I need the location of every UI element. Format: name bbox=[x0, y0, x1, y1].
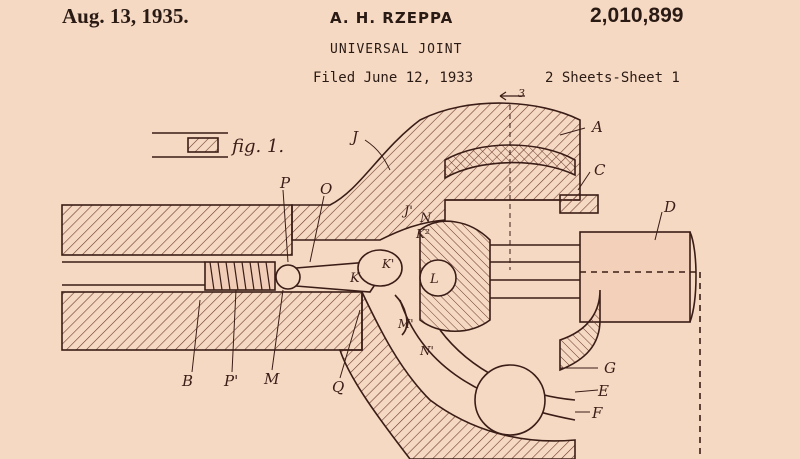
housing-lower bbox=[338, 291, 576, 459]
drive-ball bbox=[474, 364, 546, 436]
section-marker: 3 bbox=[518, 87, 525, 100]
label-m-prime: M' bbox=[397, 317, 414, 331]
label-n: N bbox=[419, 211, 432, 226]
label-f: F bbox=[591, 404, 603, 422]
label-a: A bbox=[590, 118, 603, 136]
ball-l bbox=[419, 259, 457, 297]
inventor-name: A. H. RZEPPA bbox=[330, 9, 454, 27]
label-o: O bbox=[320, 180, 332, 198]
label-q: Q bbox=[332, 378, 344, 396]
sheet-count: 2 Sheets-Sheet 1 bbox=[545, 70, 680, 86]
patent-date: Aug. 13, 1935. bbox=[62, 4, 189, 28]
label-k-prime: K' bbox=[381, 257, 394, 271]
label-j-prime: J' bbox=[401, 204, 413, 219]
label-k: K bbox=[349, 271, 361, 286]
label-e: E bbox=[597, 382, 609, 400]
label-j: J bbox=[349, 128, 359, 146]
label-n-prime: N' bbox=[419, 344, 434, 358]
housing-upper bbox=[291, 102, 581, 241]
filed-date: Filed June 12, 1933 bbox=[313, 70, 474, 86]
plunger-ball-m bbox=[275, 264, 301, 290]
label-p-prime: P' bbox=[223, 372, 238, 390]
label-b: B bbox=[181, 372, 193, 390]
figure-label: fig. 1. bbox=[230, 136, 284, 157]
label-k2: K² bbox=[415, 227, 430, 241]
label-p: P bbox=[279, 174, 291, 192]
label-l: L bbox=[429, 272, 439, 287]
label-g: G bbox=[604, 359, 616, 377]
label-c: C bbox=[594, 161, 606, 179]
label-d: D bbox=[663, 198, 676, 216]
label-m: M bbox=[263, 370, 280, 388]
spring-p-prime bbox=[204, 261, 276, 291]
shaft-b-lower bbox=[61, 291, 363, 351]
bolt-c bbox=[559, 194, 599, 214]
figure-label-mark bbox=[152, 132, 228, 158]
patent-title: UNIVERSAL JOINT bbox=[330, 42, 463, 57]
ball-k bbox=[357, 249, 403, 287]
shaft-b bbox=[61, 204, 293, 256]
patent-number: 2,010,899 bbox=[590, 4, 684, 27]
